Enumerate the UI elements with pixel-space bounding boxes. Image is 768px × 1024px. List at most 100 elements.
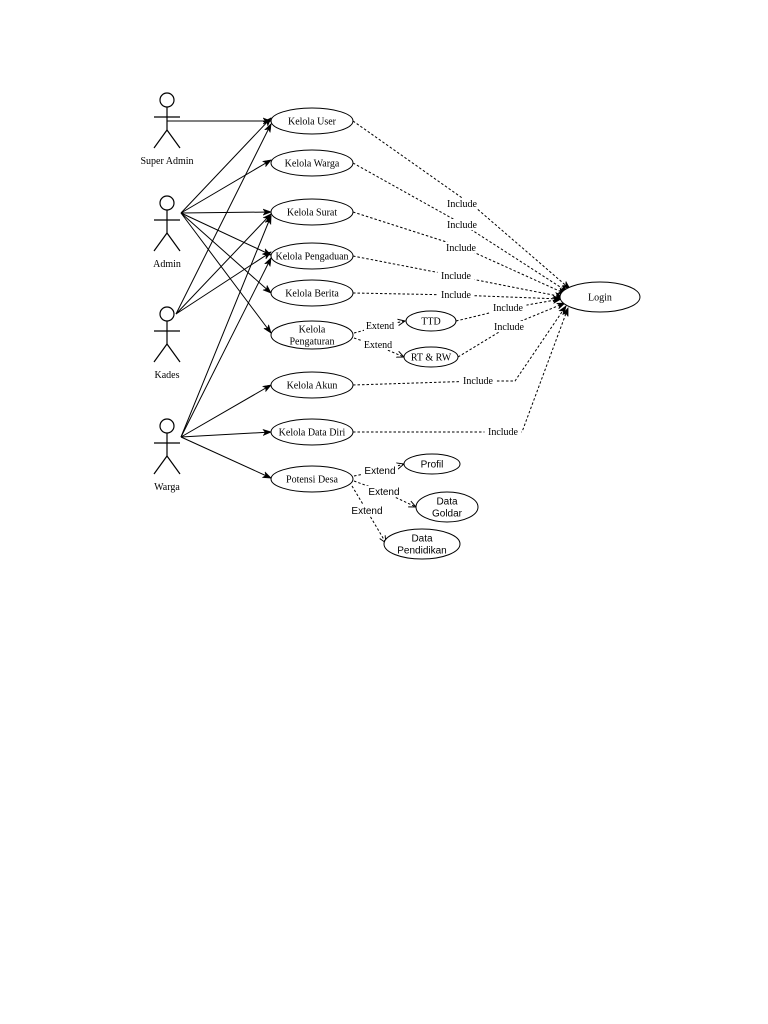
use-case-label: TTD bbox=[421, 317, 440, 328]
association-admin-to-kelola-warga bbox=[180, 160, 271, 214]
use-case-rt-rw: RT & RW bbox=[403, 346, 459, 368]
use-case-ellipse bbox=[270, 279, 354, 307]
use-case-kelola-user: Kelola User bbox=[270, 107, 354, 135]
actor-head bbox=[159, 418, 175, 434]
use-case-label: Kelola Surat bbox=[287, 208, 337, 219]
extend-label-potensi-desa-profil: Extend bbox=[364, 466, 395, 477]
actor-label-kades: Kades bbox=[155, 370, 180, 381]
use-case-kelola-data-diri: Kelola Data Diri bbox=[270, 418, 354, 446]
actor-kades: Kades bbox=[153, 306, 181, 381]
use-case-label: Data bbox=[411, 534, 433, 545]
use-case-ellipse bbox=[270, 242, 354, 270]
association-admin-to-kelola-pengaturan bbox=[180, 212, 271, 333]
use-case-label: RT & RW bbox=[411, 353, 452, 364]
actor-head bbox=[159, 92, 175, 108]
association-warga-to-kelola-data-diri bbox=[180, 432, 271, 438]
include-label-kelola-user-bg bbox=[443, 198, 481, 209]
use-case-profil: Profil bbox=[403, 453, 461, 475]
use-case-ellipse bbox=[270, 320, 354, 350]
actor-admin: Admin bbox=[153, 195, 181, 270]
use-case-label: Profil bbox=[421, 460, 444, 471]
actor-left-leg bbox=[153, 343, 168, 363]
association-admin-to-kelola-surat bbox=[180, 212, 271, 213]
extend-label-kelola-pengaturan-ttd: Extend bbox=[366, 321, 394, 332]
extend-label-kelola-pengaturan-rt-rw-bg bbox=[362, 339, 394, 350]
association-kades-to-kelola-user bbox=[175, 124, 271, 315]
include-label-rt-rw-bg bbox=[490, 321, 528, 332]
use-case-kelola-warga: Kelola Warga bbox=[270, 149, 354, 177]
actor-head bbox=[159, 306, 175, 322]
use-case-ellipse bbox=[405, 310, 457, 332]
use-case-login: Login bbox=[559, 281, 641, 313]
labels-layer: IncludeIncludeIncludeIncludeIncludeInclu… bbox=[349, 198, 528, 517]
extend-label-potensi-desa-profil-bg bbox=[362, 465, 398, 476]
use-case-ellipse bbox=[270, 418, 354, 446]
include-label-kelola-pengaduan: Include bbox=[441, 271, 472, 282]
use-case-label: Kelola Berita bbox=[285, 289, 339, 300]
actor-label-admin: Admin bbox=[153, 259, 181, 270]
use-case-label: Potensi Desa bbox=[286, 475, 339, 486]
actor-warga: Warga bbox=[153, 418, 181, 493]
include-label-kelola-warga-bg bbox=[443, 219, 481, 230]
extend-label-kelola-pengaturan-ttd-bg bbox=[364, 320, 396, 331]
use-case-potensi-desa: Potensi Desa bbox=[270, 465, 354, 493]
use-case-ellipse bbox=[270, 465, 354, 493]
include-label-kelola-warga: Include bbox=[447, 220, 478, 231]
association-warga-to-potensi-desa bbox=[180, 436, 271, 478]
include-label-ttd: Include bbox=[493, 303, 524, 314]
association-kades-to-kelola-surat bbox=[175, 214, 271, 315]
use-case-label: Kelola bbox=[299, 325, 326, 336]
use-case-ellipse bbox=[415, 491, 479, 523]
use-case-label: Kelola Data Diri bbox=[279, 428, 346, 439]
include-label-kelola-berita-bg bbox=[437, 289, 475, 300]
actor-right-leg bbox=[166, 232, 181, 252]
include-label-kelola-akun: Include bbox=[463, 376, 494, 387]
actor-right-leg bbox=[166, 129, 181, 149]
actor-right-leg bbox=[166, 455, 181, 475]
use-case-label: Kelola User bbox=[288, 117, 337, 128]
association-warga-to-kelola-pengaduan bbox=[180, 258, 271, 438]
use-case-label: Kelola Akun bbox=[287, 381, 338, 392]
include-kelola-berita-to-login bbox=[352, 292, 561, 299]
use-case-kelola-surat: Kelola Surat bbox=[270, 198, 354, 226]
include-label-ttd-bg bbox=[489, 302, 527, 313]
use-case-label: Login bbox=[588, 293, 612, 304]
include-label-kelola-data-diri-bg bbox=[484, 426, 522, 437]
use-case-ellipse bbox=[559, 281, 641, 313]
extend-label-potensi-desa-data-goldar-bg bbox=[366, 486, 402, 497]
use-case-ellipse bbox=[270, 107, 354, 135]
include-label-kelola-user: Include bbox=[447, 199, 478, 210]
association-warga-to-kelola-surat bbox=[180, 216, 272, 438]
include-label-kelola-surat-bg bbox=[442, 242, 480, 253]
use-case-ellipse bbox=[270, 371, 354, 399]
use-case-label: Pengaturan bbox=[290, 337, 335, 348]
association-kades-to-kelola-pengaduan bbox=[175, 252, 271, 315]
use-case-label: Goldar bbox=[432, 509, 463, 520]
extend-label-kelola-pengaturan-rt-rw: Extend bbox=[364, 340, 392, 351]
include-label-kelola-pengaduan-bg bbox=[437, 270, 475, 281]
actor-head bbox=[159, 195, 175, 211]
use-case-ellipse bbox=[383, 528, 461, 560]
use-case-label: Pendidikan bbox=[397, 546, 446, 557]
include-label-kelola-akun-bg bbox=[459, 375, 497, 386]
association-admin-to-kelola-berita bbox=[180, 212, 271, 293]
actor-left-leg bbox=[153, 129, 168, 149]
extend-label-potensi-desa-data-goldar: Extend bbox=[368, 487, 399, 498]
association-admin-to-kelola-user bbox=[180, 118, 271, 214]
include-label-rt-rw: Include bbox=[494, 322, 525, 333]
actor-left-leg bbox=[153, 455, 168, 475]
include-label-kelola-data-diri: Include bbox=[488, 427, 519, 438]
use-case-ttd: TTD bbox=[405, 310, 457, 332]
actor-super-admin: Super Admin bbox=[140, 92, 194, 167]
include-kelola-akun-to-login bbox=[352, 306, 566, 386]
use-case-kelola-akun: Kelola Akun bbox=[270, 371, 354, 399]
use-case-label: Kelola Pengaduan bbox=[275, 252, 348, 263]
use-case-kelola-berita: Kelola Berita bbox=[270, 279, 354, 307]
extend-label-potensi-desa-data-pendidikan-bg bbox=[349, 505, 385, 516]
association-admin-to-kelola-pengaduan bbox=[180, 212, 271, 255]
include-label-kelola-surat: Include bbox=[446, 243, 477, 254]
